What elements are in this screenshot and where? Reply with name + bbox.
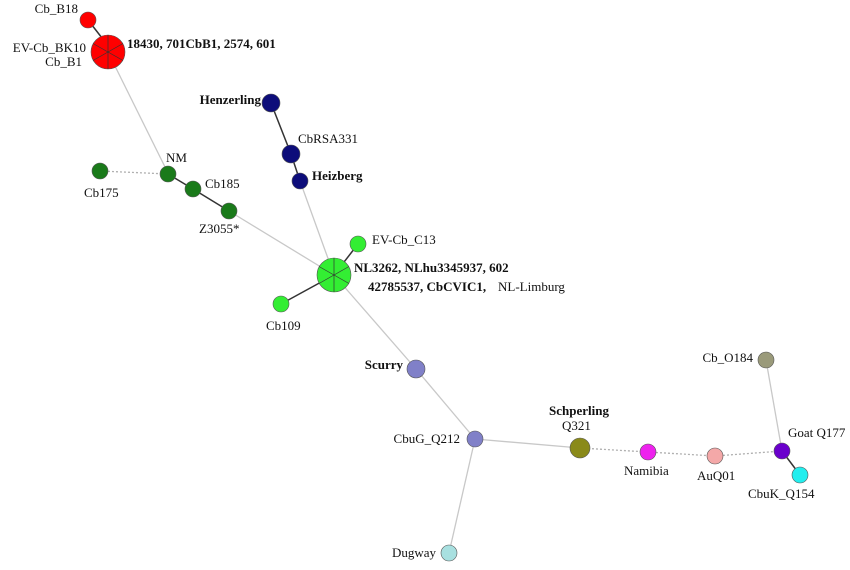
label-dugway: Dugway [392,545,437,560]
label-red-cluster: 18430, 701CbB1, 2574, 601 [127,36,276,51]
edge-auq01-to-goat [714,450,783,457]
label-namibia: Namibia [624,463,669,478]
nodes [79,11,809,562]
label-schperling: Schperling [549,403,609,418]
label-cbuk-q154: CbuK_Q154 [748,486,815,501]
edge-cb-o184-to-goat [765,359,783,452]
label-henzerling: Henzerling [200,92,262,107]
node-cbrsa331[interactable] [281,144,301,164]
label-cbrsa331: CbRSA331 [298,131,358,146]
label-green-cluster-1: NL3262, NLhu3345937, 602 [354,260,509,275]
node-namibia[interactable] [639,443,657,461]
label-goat-q177: Goat Q177 [788,425,846,440]
node-goat-q177[interactable] [773,442,791,460]
node-ev-cb-c13[interactable] [349,235,367,253]
edge-green-cluster-to-scurry [333,274,417,370]
edge-namibia-to-auq01 [647,451,716,457]
label-cb109: Cb109 [266,318,301,333]
node-heizberg[interactable] [291,172,309,190]
label-cb185: Cb185 [205,176,240,191]
node-henzerling[interactable] [261,93,281,113]
node-cb-b18[interactable] [79,11,97,29]
label-nl-limburg: NL-Limburg [498,279,565,294]
label-green-cluster-2: 42785537, CbCVIC1, [368,279,486,294]
label-ev-cb-c13: EV-Cb_C13 [372,232,436,247]
label-cb-b1: Cb_B1 [45,54,82,69]
label-cbug-q212: CbuG_Q212 [394,431,460,446]
spoke [318,266,350,284]
node-cbug-q212[interactable] [466,430,484,448]
node-green-cluster[interactable] [316,257,352,293]
label-scurry: Scurry [365,357,404,372]
node-scurry[interactable] [406,359,426,379]
node-cb-o184[interactable] [757,351,775,369]
label-nm: NM [166,150,187,165]
node-red-cluster[interactable] [90,34,126,70]
edge-cb175-to-nm [99,170,169,175]
edge-red-cluster-to-nm [107,51,169,174]
labels: Cb_B18 EV-Cb_BK10 Cb_B1 18430, 701CbB1, … [13,1,846,560]
node-z3055[interactable] [220,202,238,220]
edge-z3055-to-green-cluster [228,210,335,276]
label-q321: Q321 [562,418,591,433]
node-auq01[interactable] [706,447,724,465]
label-cb-o184: Cb_O184 [702,350,753,365]
node-nm[interactable] [159,165,177,183]
edge-q321-to-namibia [579,447,649,453]
node-cbuk-q154[interactable] [791,466,809,484]
label-z3055: Z3055* [199,221,239,236]
label-cb-b18: Cb_B18 [35,1,78,16]
node-dugway[interactable] [440,544,458,562]
node-cb175[interactable] [91,162,109,180]
node-cb109[interactable] [272,295,290,313]
edge-scurry-to-cbug [415,368,476,440]
label-heizberg: Heizberg [312,168,363,183]
node-cb185[interactable] [184,180,202,198]
edge-cbug-to-dugway [448,438,476,554]
label-ev-cb-bk10: EV-Cb_BK10 [13,40,86,55]
label-auq01: AuQ01 [697,468,735,483]
edges [87,19,801,554]
spoke [92,43,124,61]
node-q321[interactable] [569,437,591,459]
label-cb175: Cb175 [84,185,119,200]
edge-cbug-to-q321 [474,438,581,449]
